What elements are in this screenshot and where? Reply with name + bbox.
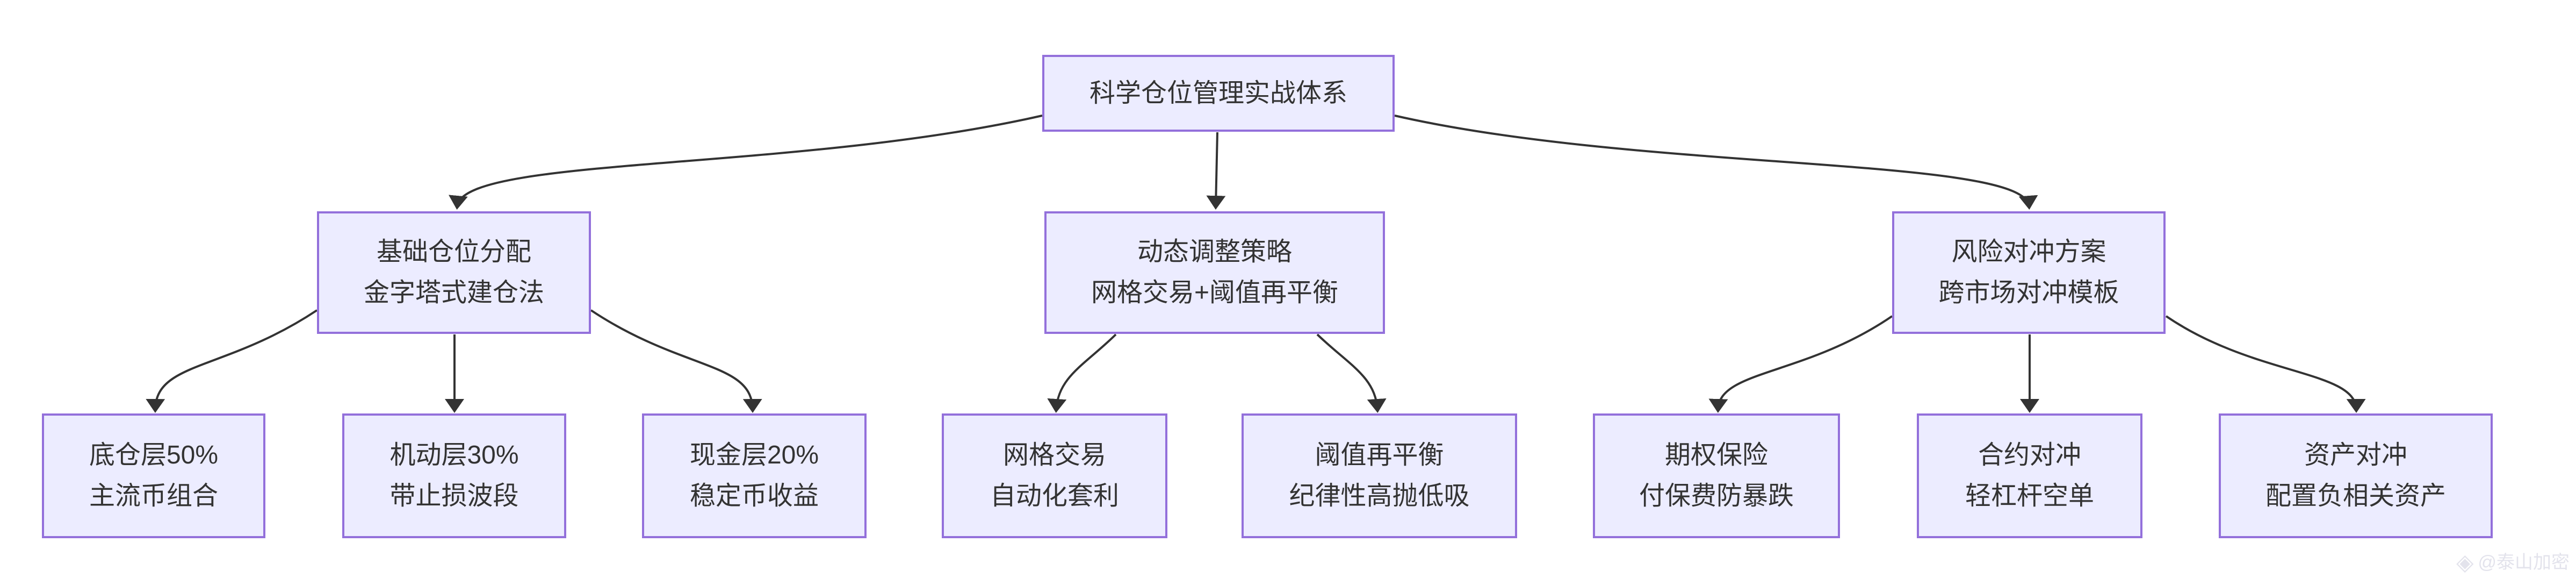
node-dynamic: 动态调整策略网格交易+阈值再平衡 bbox=[1044, 211, 1385, 334]
edge-root-base bbox=[449, 115, 1043, 210]
node-base: 基础仓位分配金字塔式建仓法 bbox=[317, 211, 591, 334]
node-label-line: 网格交易+阈值再平衡 bbox=[1091, 279, 1339, 307]
edge-hedge-leaf6 bbox=[1708, 315, 1893, 413]
node-label-line: 稳定币收益 bbox=[689, 482, 819, 510]
watermark-text: @泰山加密 bbox=[2478, 552, 2570, 573]
node-label-line: 机动层30% bbox=[389, 441, 519, 469]
node-label-line: 带止损波段 bbox=[389, 482, 519, 510]
edge-root-dynamic bbox=[1206, 132, 1226, 210]
edge-base-leaf3 bbox=[590, 309, 762, 413]
node-leaf8: 资产对冲配置负相关资产 bbox=[2219, 413, 2493, 538]
node-leaf6: 期权保险付保费防暴跌 bbox=[1593, 413, 1840, 538]
node-root: 科学仓位管理实战体系 bbox=[1042, 55, 1395, 132]
node-leaf3: 现金层20% 稳定币收益 bbox=[642, 413, 867, 538]
node-label-line: 科学仓位管理实战体系 bbox=[1089, 79, 1347, 108]
node-label-line: 底仓层50% bbox=[89, 441, 219, 469]
node-label-line: 付保费防暴跌 bbox=[1639, 482, 1794, 510]
node-label-line: 纪律性高抛低吸 bbox=[1289, 482, 1470, 510]
node-label-line: 轻杠杆空单 bbox=[1965, 482, 2094, 510]
node-leaf7: 合约对冲轻杠杆空单 bbox=[1917, 413, 2142, 538]
node-label-line: 跨市场对冲模板 bbox=[1938, 279, 2119, 307]
node-label-line: 自动化套利 bbox=[990, 482, 1119, 510]
node-label-line: 资产对冲 bbox=[2304, 441, 2407, 469]
node-leaf2: 机动层30% 带止损波段 bbox=[342, 413, 566, 538]
node-label-line: 阈值再平衡 bbox=[1315, 441, 1444, 469]
diamond-logo-icon: ◈ bbox=[2456, 550, 2474, 575]
node-label-line: 基础仓位分配 bbox=[376, 238, 531, 266]
edge-hedge-leaf8 bbox=[2165, 315, 2366, 413]
node-leaf4: 网格交易自动化套利 bbox=[942, 413, 1167, 538]
node-label-line: 风险对冲方案 bbox=[1951, 238, 2106, 266]
node-leaf5: 阈值再平衡纪律性高抛低吸 bbox=[1242, 413, 1517, 538]
edge-dynamic-leaf5 bbox=[1316, 333, 1387, 413]
edge-dynamic-leaf4 bbox=[1047, 333, 1117, 413]
node-label-line: 网格交易 bbox=[1002, 441, 1106, 469]
node-label-line: 金字塔式建仓法 bbox=[363, 279, 544, 307]
edge-base-leaf1 bbox=[146, 309, 318, 413]
node-label-line: 期权保险 bbox=[1664, 441, 1768, 469]
edge-root-hedge bbox=[1394, 115, 2038, 210]
node-label-line: 动态调整策略 bbox=[1137, 238, 1292, 266]
node-label-line: 合约对冲 bbox=[1978, 441, 2081, 469]
watermark: ◈ @泰山加密 bbox=[2456, 551, 2570, 574]
node-label-line: 现金层20% bbox=[689, 441, 819, 469]
node-leaf1: 底仓层50% 主流币组合 bbox=[42, 413, 265, 538]
node-label-line: 主流币组合 bbox=[89, 482, 218, 510]
node-hedge: 风险对冲方案跨市场对冲模板 bbox=[1892, 211, 2166, 334]
node-label-line: 配置负相关资产 bbox=[2265, 482, 2446, 510]
